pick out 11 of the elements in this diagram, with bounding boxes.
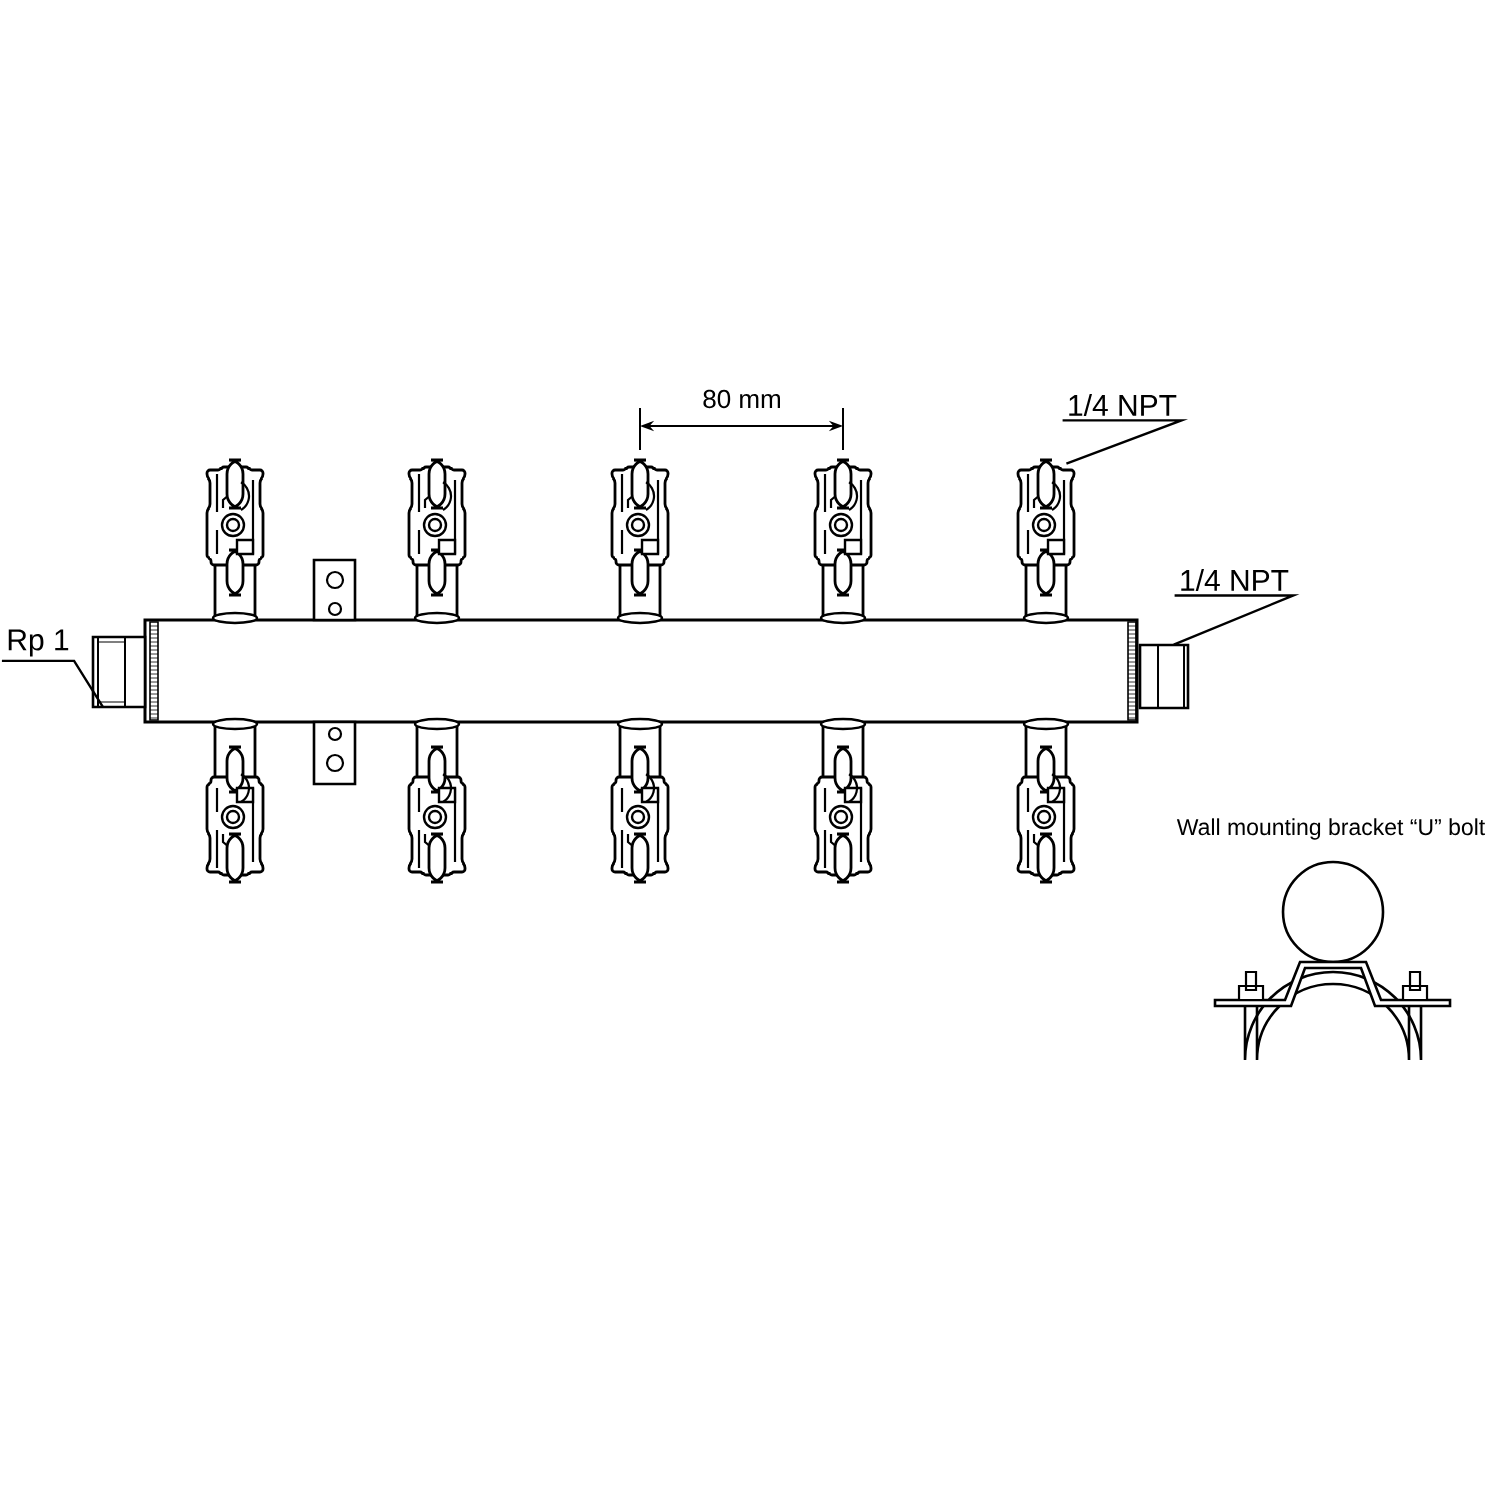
leader-line — [1062, 419, 1189, 465]
pipe-fitting-drawing — [91, 635, 147, 709]
caption: Wall mounting bracket “U” bolt — [1176, 818, 1485, 840]
valve-drawing — [1016, 458, 1076, 625]
pipe-fitting-drawing — [1138, 643, 1190, 710]
dimension-label: 80 mm — [703, 389, 780, 409]
callout-label: 1/4 NPT — [1181, 569, 1289, 591]
callout-label: 1/4 NPT — [1069, 394, 1177, 416]
leader-line — [1, 659, 105, 709]
leader-line — [1173, 594, 1300, 646]
callout-label: Rp 1 — [8, 629, 69, 657]
